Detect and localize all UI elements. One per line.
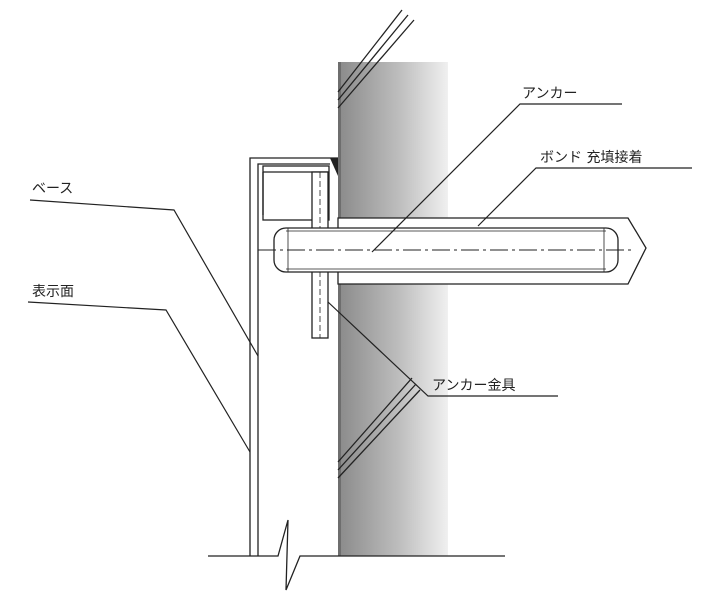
label-anchor: アンカー xyxy=(522,86,577,102)
label-base: ベース xyxy=(32,181,73,197)
leader-bond xyxy=(477,167,692,227)
leader-lines xyxy=(27,103,692,453)
leader-anchor xyxy=(371,103,622,253)
label-display-surface: 表示面 xyxy=(32,284,74,300)
anchor-bolt xyxy=(258,227,632,273)
label-bond: ボンド 充填接着 xyxy=(540,149,642,166)
label-anchor-bracket: アンカー金具 xyxy=(432,378,515,394)
leader-anchor-bracket xyxy=(327,301,558,397)
leader-base xyxy=(29,199,259,357)
leader-display-surface xyxy=(27,301,251,453)
ground-line xyxy=(208,519,505,591)
concrete-wall xyxy=(338,62,448,556)
wall-break-marks xyxy=(337,9,421,479)
